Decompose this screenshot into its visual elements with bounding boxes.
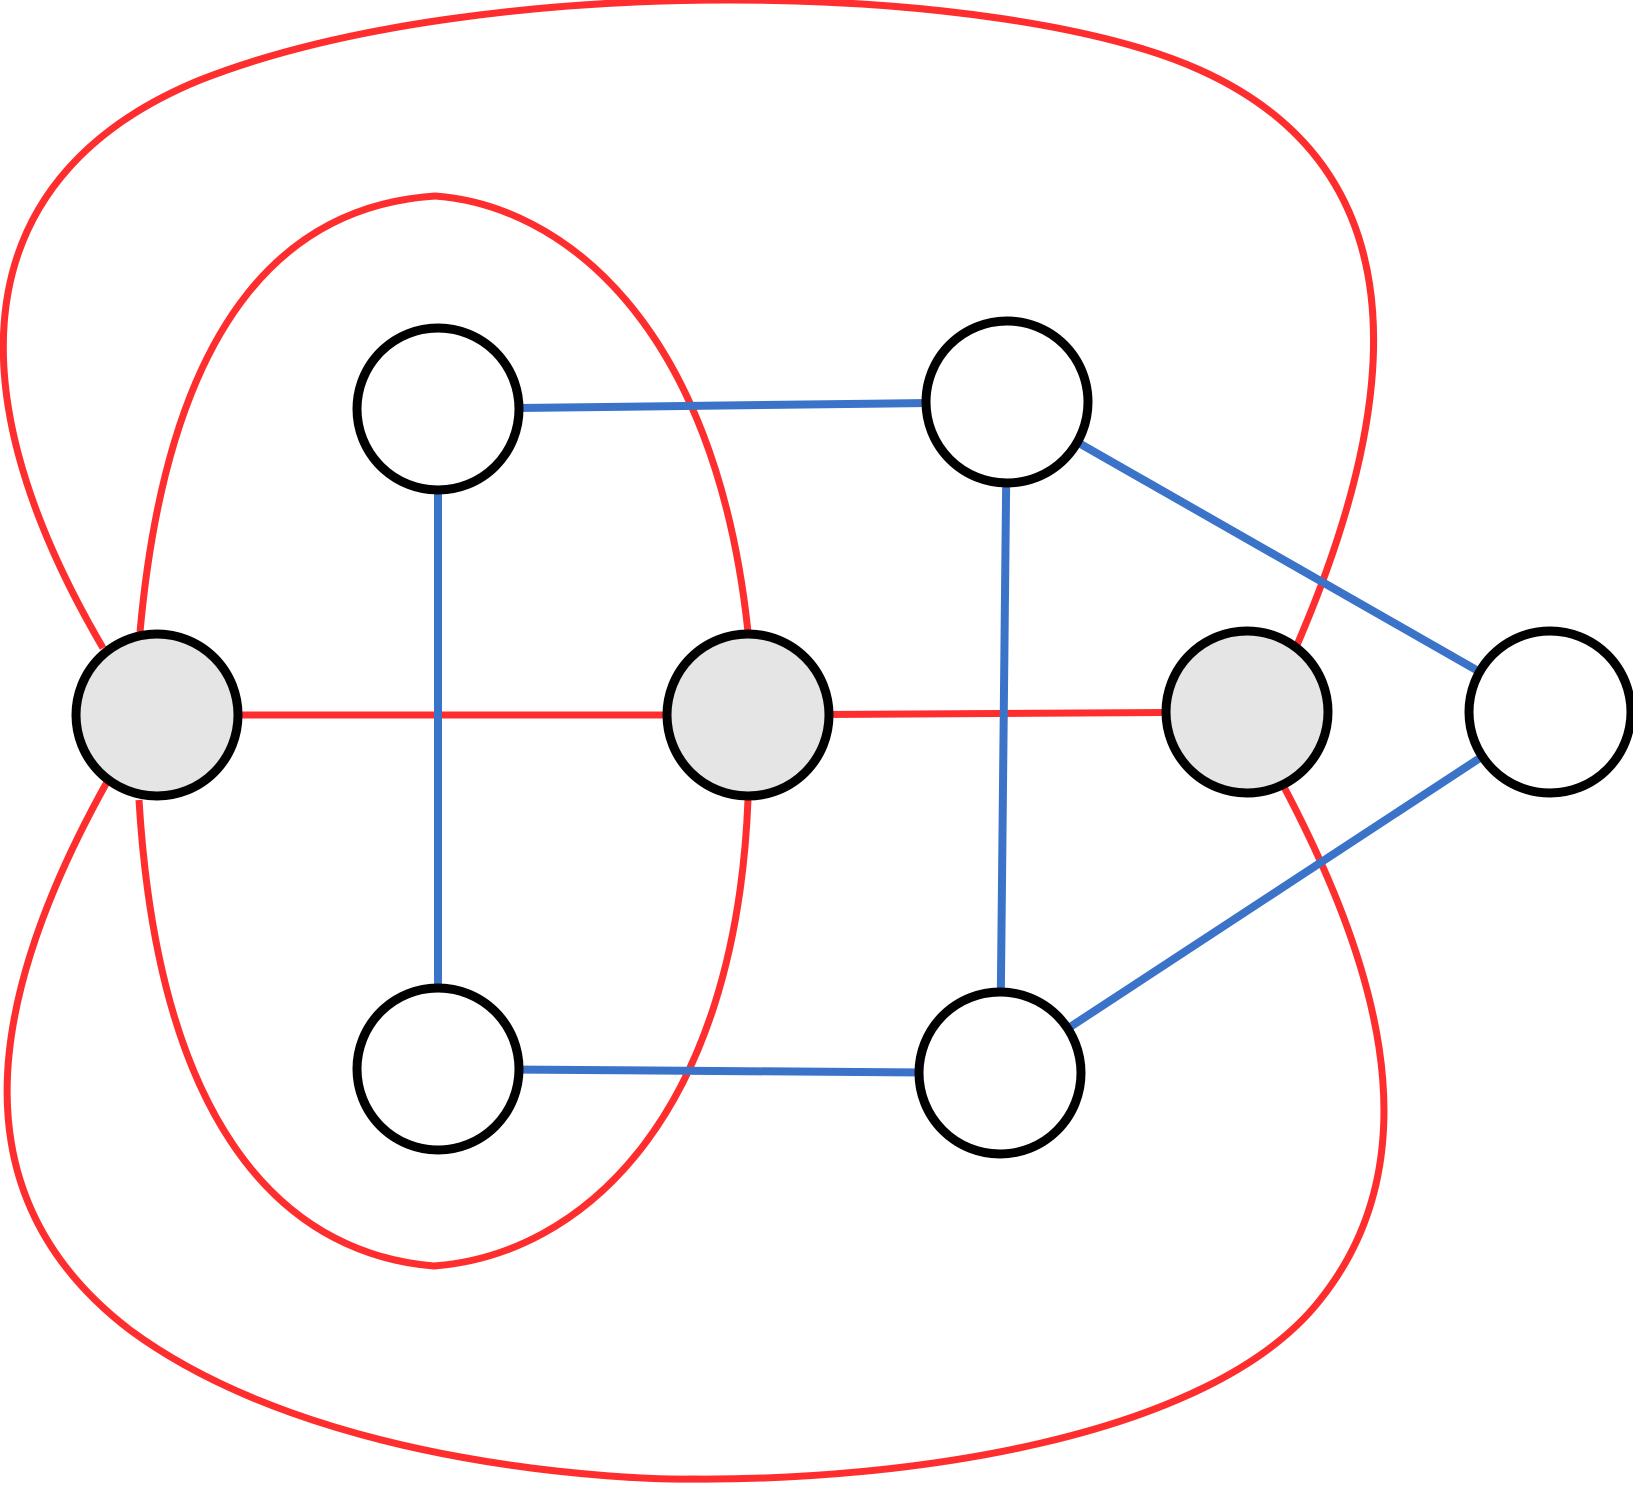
open-node-circle [914,987,1086,1159]
shaded-node-circle [71,629,243,801]
node-open-top-right [921,316,1093,488]
node-shaded-1 [71,629,243,801]
edges-layer [0,0,1553,1483]
edge-red-outer-lower-loop [3,780,1388,1483]
node-shaded-3 [1161,626,1333,798]
node-open-top-left [352,323,524,495]
edge-blue-lower-diagonal [997,708,1553,1077]
nodes-layer [71,316,1633,1159]
node-open-bottom-right [914,987,1086,1159]
edge-red-outer-upper-loop [0,0,1378,650]
edge-blue-bottom-horizontal [437,1065,1001,1077]
edge-blue-top-horizontal [437,398,1008,413]
node-open-right [1464,626,1633,798]
open-node-circle [1464,626,1633,798]
edge-blue-upper-diagonal [1005,398,1552,716]
open-node-circle [352,323,524,495]
open-node-circle [921,316,1093,488]
edge-blue-right-vertical [996,401,1011,1074]
open-node-circle [352,983,524,1155]
shaded-node-circle [1161,626,1333,798]
edge-red-inner-lower-arc [135,799,752,1270]
edge-red-inner-upper-arc [136,192,752,633]
node-open-bottom-left [352,983,524,1155]
node-shaded-2 [662,629,834,801]
shaded-node-circle [662,629,834,801]
